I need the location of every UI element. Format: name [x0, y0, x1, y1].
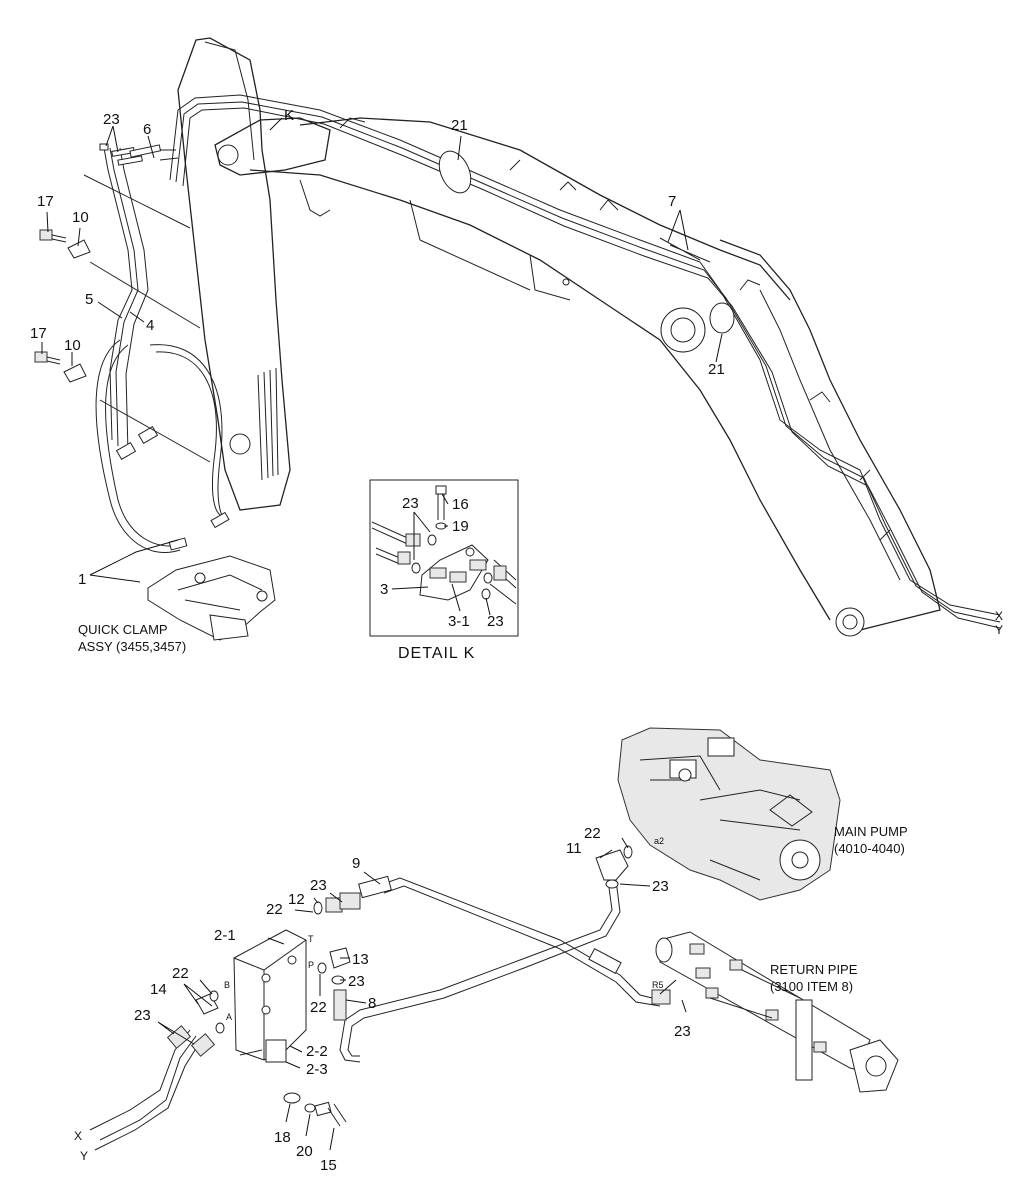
- callout-21: 21: [708, 361, 725, 378]
- callout-14: 14: [150, 981, 167, 998]
- main-pump: [617, 727, 841, 901]
- callout-7: 7: [668, 193, 676, 210]
- callout-r5: R5: [652, 980, 664, 990]
- callout-y: Y: [995, 623, 1003, 637]
- callout-2-2: 2-2: [306, 1043, 328, 1060]
- callout-20: 20: [296, 1143, 313, 1160]
- return-pipe-caption: RETURN PIPE: [770, 962, 858, 977]
- callout-13: 13: [352, 951, 369, 968]
- quick-clamp-assy: [147, 555, 276, 641]
- callout-16: 16: [452, 496, 469, 513]
- callout-9: 9: [352, 855, 360, 872]
- callout-22: 22: [584, 825, 601, 842]
- callout-k: K: [284, 107, 294, 124]
- lower-hoses: [89, 845, 671, 1151]
- callout-3: 3: [380, 581, 388, 598]
- quick-clamp-caption: QUICK CLAMP: [78, 622, 168, 637]
- callout-17: 17: [30, 325, 47, 342]
- callout-8: 8: [368, 995, 376, 1012]
- callout-a2: a2: [654, 836, 664, 846]
- callout-t: T: [308, 934, 314, 944]
- callout-p: P: [308, 960, 314, 970]
- callout-17: 17: [37, 193, 54, 210]
- callout-x: X: [74, 1129, 82, 1143]
- callout-23: 23: [652, 878, 669, 895]
- callout-23: 23: [103, 111, 120, 128]
- captions: QUICK CLAMP ASSY (3455,3457) DETAIL K MA…: [78, 622, 908, 994]
- callout-21: 21: [451, 117, 468, 134]
- callout-a: A: [226, 1012, 232, 1022]
- callout-22: 22: [310, 999, 327, 1016]
- callout-15: 15: [320, 1157, 337, 1174]
- callout-23: 23: [134, 1007, 151, 1024]
- bolt-clamp-left: [34, 229, 91, 383]
- callout-x: X: [995, 609, 1003, 623]
- callout-12: 12: [288, 891, 305, 908]
- callout-2-1: 2-1: [214, 927, 236, 944]
- callout-23: 23: [402, 495, 419, 512]
- callout-10: 10: [72, 209, 89, 226]
- callout-labels: 23 6 K 21 7 17 10 5 4 17 10 21 1 23 16 1…: [30, 107, 1003, 1174]
- callout-23: 23: [487, 613, 504, 630]
- callout-4: 4: [146, 317, 154, 334]
- callout-23: 23: [348, 973, 365, 990]
- valve-block: [233, 929, 347, 1127]
- callout-23: 23: [674, 1023, 691, 1040]
- return-pipe-caption-code: (3100 ITEM 8): [770, 979, 853, 994]
- boom-assembly: [169, 37, 1001, 637]
- callout-22: 22: [172, 965, 189, 982]
- callout-2-3: 2-3: [306, 1061, 328, 1078]
- main-pump-caption-code: (4010-4040): [834, 841, 905, 856]
- detail-k-caption: DETAIL K: [398, 645, 475, 662]
- main-pump-caption: MAIN PUMP: [834, 824, 908, 839]
- callout-18: 18: [274, 1129, 291, 1146]
- leader-lines: [41, 117, 723, 1151]
- callout-1: 1: [78, 571, 86, 588]
- callout-19: 19: [452, 518, 469, 535]
- detail-k-box: [369, 479, 519, 637]
- quick-clamp-caption-code: ASSY (3455,3457): [78, 639, 186, 654]
- callout-5: 5: [85, 291, 93, 308]
- return-pipe: [655, 931, 899, 1093]
- callout-3-1: 3-1: [448, 613, 470, 630]
- callout-b: B: [224, 980, 230, 990]
- left-pipe-group: [83, 143, 230, 554]
- callout-y: Y: [80, 1149, 88, 1163]
- callout-22: 22: [266, 901, 283, 918]
- callout-10: 10: [64, 337, 81, 354]
- callout-11: 11: [566, 840, 582, 857]
- callout-6: 6: [143, 121, 151, 138]
- callout-23: 23: [310, 877, 327, 894]
